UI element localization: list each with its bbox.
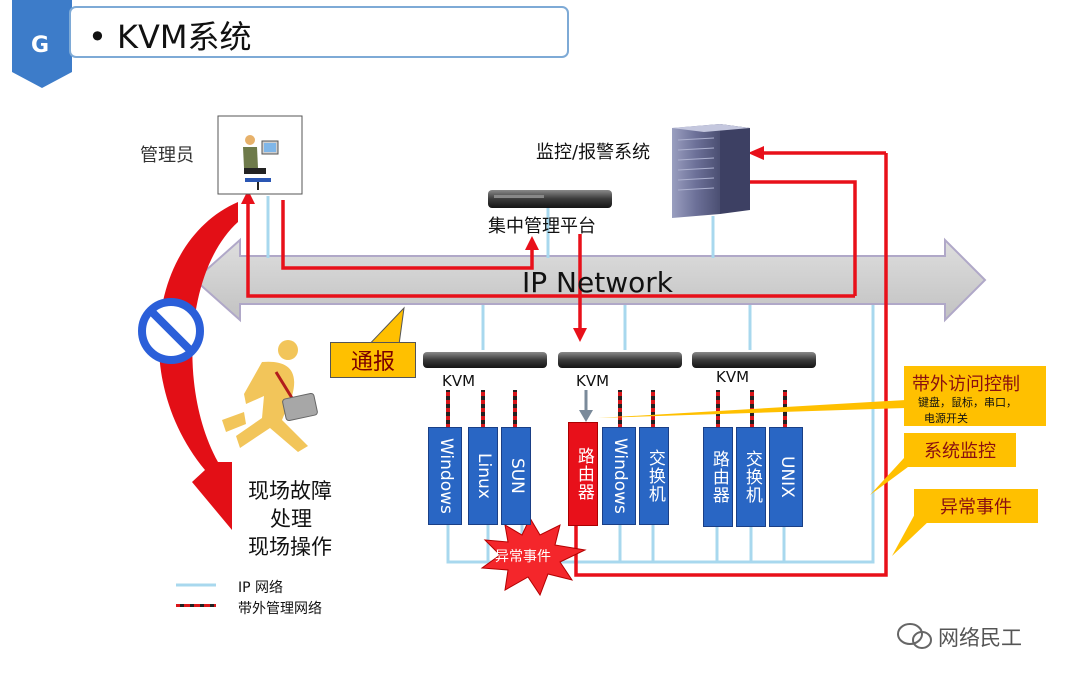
- oob-callout: 带外访问控制 键盘，鼠标，串口， 电源开关: [904, 366, 1046, 426]
- monitor-label: 监控/报警系统: [536, 142, 651, 163]
- header-graphics: [12, 0, 569, 88]
- central-label: 集中管理平台: [488, 216, 596, 237]
- wechat-icon: [897, 623, 932, 649]
- running-person-icon: [222, 340, 318, 452]
- burst-label: 异常事件: [495, 549, 551, 565]
- sysmon-callout: 系统监控: [904, 433, 1016, 467]
- watermark-text: 网络民工: [938, 626, 1022, 650]
- device-g2-switch: 交换机: [639, 427, 669, 525]
- red-arrowheads: [241, 146, 764, 342]
- prohibit-icon: [138, 298, 204, 364]
- legend-oob-label: 带外管理网络: [238, 601, 322, 617]
- device-g1-linux: Linux: [468, 427, 498, 525]
- admin-computer-icon: [243, 135, 279, 190]
- device-g3-router: 路由器: [703, 427, 733, 527]
- device-g2-windows: Windows: [602, 427, 636, 525]
- device-g1-windows: Windows: [428, 427, 462, 525]
- anomaly-burst: [480, 516, 587, 597]
- legend-oob-swatch: [176, 604, 216, 607]
- device-g3-switch: 交换机: [736, 427, 766, 527]
- kvm-switches: [423, 352, 816, 368]
- kvm-label-3: KVM: [716, 368, 750, 386]
- kvm-switch-1: [423, 352, 547, 368]
- notify-callout-text: 通报: [350, 350, 395, 375]
- field-curved-arrow: [158, 202, 238, 530]
- oob-lines: [446, 390, 787, 428]
- central-platform-device: [488, 190, 612, 208]
- notify-callout: 通报: [330, 342, 416, 378]
- monitor-server-icon: [672, 124, 750, 218]
- header-badge-shape: [12, 0, 72, 88]
- anomaly-callout-pointer: [892, 512, 930, 556]
- page-title: • KVM系统: [88, 18, 252, 56]
- legend-ip-label: IP 网络: [238, 580, 284, 596]
- device-g2-router: 路由器: [568, 422, 598, 526]
- admin-label: 管理员: [140, 145, 194, 166]
- header-title-box: [69, 6, 569, 58]
- kvm-switch-2: [558, 352, 682, 368]
- oob-callout-pointer: [598, 400, 906, 418]
- device-g3-unix: UNIX: [769, 427, 803, 527]
- device-g1-sun: SUN: [501, 427, 531, 525]
- field-line-2: 处理: [270, 507, 312, 531]
- kvm-label-2: KVM: [576, 372, 610, 390]
- oob-callout-title: 带外访问控制: [912, 374, 1020, 395]
- sysmon-callout-pointer: [870, 458, 912, 495]
- anomaly-callout: 异常事件: [914, 489, 1038, 523]
- field-line-3: 现场操作: [248, 535, 332, 559]
- kvm-switch-3: [692, 352, 816, 368]
- oob-callout-sub2: 电源开关: [924, 412, 968, 425]
- field-line-1: 现场故障: [248, 479, 332, 503]
- kvm-label-1: KVM: [442, 372, 476, 390]
- ip-network-label: IP Network: [522, 266, 673, 299]
- admin-box: [217, 115, 303, 195]
- header-badge-letter: G: [31, 33, 50, 58]
- oob-callout-sub1: 键盘，鼠标，串口，: [918, 396, 1017, 409]
- ip-network-arrow: [193, 237, 987, 323]
